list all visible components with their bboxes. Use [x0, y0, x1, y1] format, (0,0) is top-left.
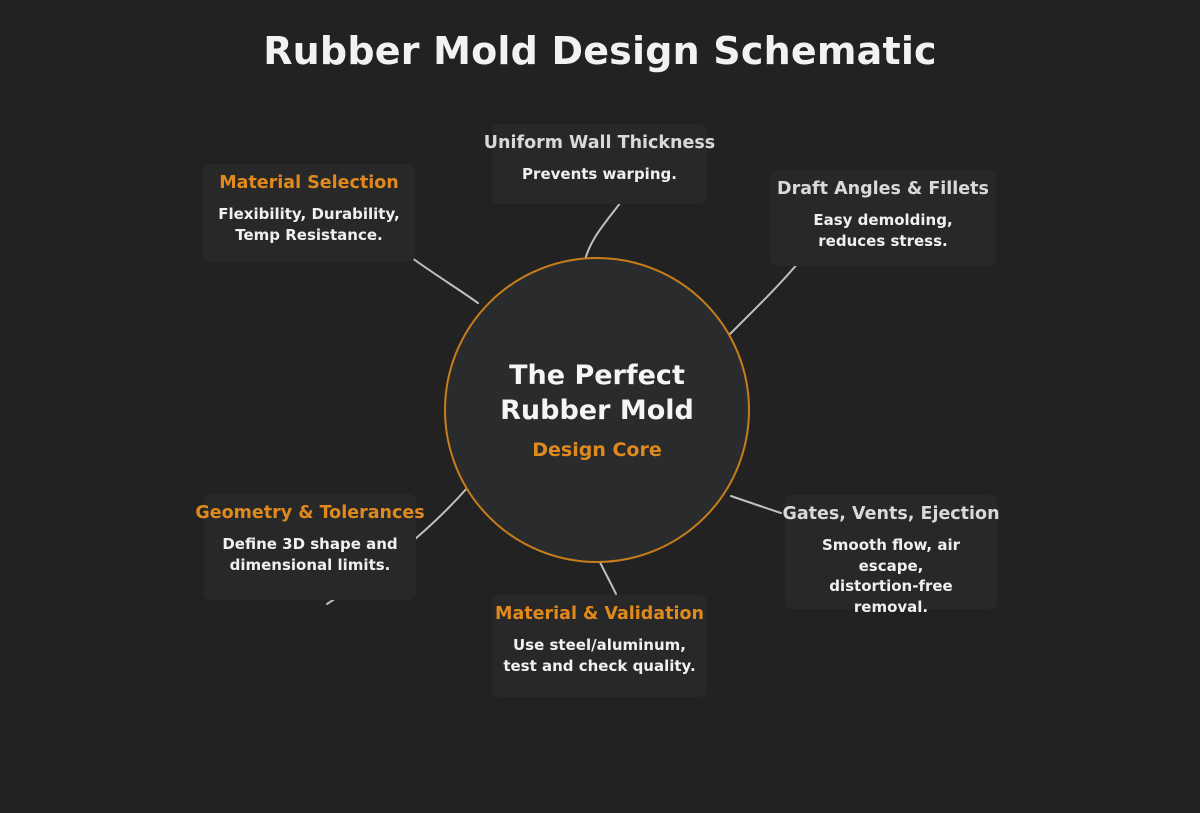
node-desc-uniform-wall-thickness: Prevents warping. [522, 164, 677, 183]
node-desc-geometry-tolerances: Define 3D shape and dimensional limits. [222, 534, 398, 574]
node-title-gates-vents-ejection: Gates, Vents, Ejection [782, 504, 1000, 524]
hub-subtitle: Design Core [532, 438, 662, 461]
node-title-draft-angles-fillets: Draft Angles & Fillets [777, 179, 989, 199]
connector-draft-angles-fillets [725, 261, 800, 339]
node-title-geometry-tolerances: Geometry & Tolerances [195, 503, 425, 523]
node-desc-material-validation: Use steel/aluminum, test and check quali… [503, 635, 696, 675]
node-title-uniform-wall-thickness: Uniform Wall Thickness [483, 133, 716, 153]
node-desc-draft-angles-fillets: Easy demolding, reduces stress. [813, 210, 953, 250]
hub-title: The Perfect Rubber Mold [500, 360, 694, 426]
central-hub: The Perfect Rubber Mold Design Core [444, 257, 750, 563]
node-desc-material-selection: Flexibility, Durability, Temp Resistance… [218, 204, 400, 244]
node-title-material-selection: Material Selection [219, 173, 399, 193]
page-title: Rubber Mold Design Schematic [263, 29, 937, 73]
connector-gates-vents-ejection [730, 495, 782, 514]
connector-material-selection [411, 257, 479, 304]
node-desc-gates-vents-ejection: Smooth flow, air escape, distortion-free… [821, 535, 961, 616]
node-title-material-validation: Material & Validation [495, 604, 704, 624]
